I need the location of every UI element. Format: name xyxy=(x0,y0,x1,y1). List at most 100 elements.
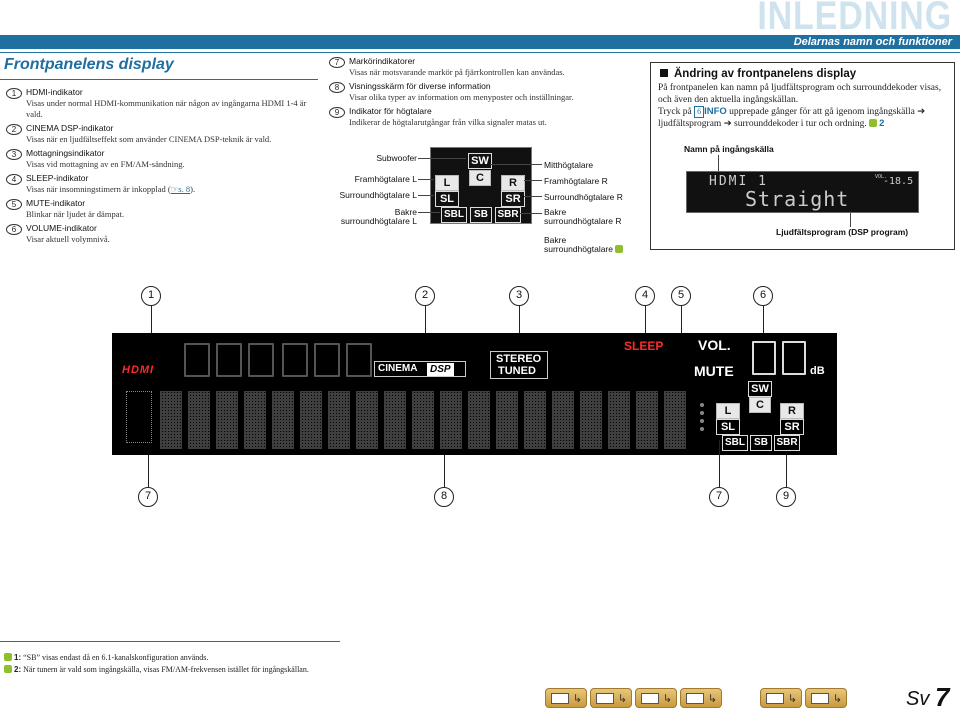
matrix-cell xyxy=(468,391,490,449)
matrix-cell xyxy=(608,391,630,449)
nav-button-2[interactable]: ↳ xyxy=(590,688,632,708)
item-number: 4 xyxy=(6,174,22,185)
page-number: 7 xyxy=(935,682,950,712)
header-rule xyxy=(0,52,960,53)
arrow-icon: ↳ xyxy=(617,692,627,705)
pointer-line xyxy=(418,179,434,180)
section-title: INLEDNING xyxy=(757,0,952,38)
char-segment xyxy=(216,343,242,377)
label-surround-r: Surroundhögtalare R xyxy=(544,192,623,202)
pointer-line xyxy=(418,212,440,213)
speaker-l: L xyxy=(435,175,459,191)
tip-icon xyxy=(4,665,12,673)
matrix-cell xyxy=(300,391,322,449)
label-back-l-2: surroundhögtalare L xyxy=(340,216,417,226)
device-icon xyxy=(686,693,704,704)
arrow-icon: ➔ xyxy=(917,107,926,117)
arrow-icon: ↳ xyxy=(707,692,717,705)
item-title: Markörindikatorer xyxy=(349,56,416,66)
pointer-line xyxy=(418,158,466,159)
disp-r: R xyxy=(780,403,804,419)
speaker-sb: SB xyxy=(470,207,492,223)
footnote-text: När tunern är vald som ingångskälla, vis… xyxy=(23,665,309,674)
nav-button-3[interactable]: ↳ xyxy=(635,688,677,708)
info-text-1: På frontpanelen kan namn på ljudfältspro… xyxy=(658,83,942,105)
matrix-cell xyxy=(552,391,574,449)
disp-c: C xyxy=(749,397,771,413)
callout-3: 3 xyxy=(509,286,529,306)
nav-button-4[interactable]: ↳ xyxy=(680,688,722,708)
footnote-num: 1 xyxy=(14,653,19,662)
small-display: HDMI 1 Straight VOL. -18.5 xyxy=(686,171,919,213)
item-title: VOLUME-indikator xyxy=(26,223,97,233)
nav-button-5[interactable]: ↳ xyxy=(760,688,802,708)
matrix-cell xyxy=(272,391,294,449)
arrow-icon: ↳ xyxy=(662,692,672,705)
callout-4: 4 xyxy=(635,286,655,306)
char-segment xyxy=(282,343,308,377)
nav-button-6[interactable]: ↳ xyxy=(805,688,847,708)
item-number: 9 xyxy=(329,107,345,118)
item-desc: Blinkar när ljudet är dämpat. xyxy=(26,209,124,219)
disp-sbl: SBL xyxy=(722,435,748,451)
device-icon xyxy=(641,693,659,704)
item-number: 5 xyxy=(6,199,22,210)
callout-line xyxy=(763,306,764,342)
callout-line xyxy=(519,306,520,356)
arrow-icon: ➔ xyxy=(723,119,732,129)
vol-digit xyxy=(752,341,776,375)
db-label: dB xyxy=(810,365,825,377)
tip-icon xyxy=(869,119,878,127)
display-program: Straight xyxy=(745,187,850,211)
callout-line xyxy=(786,455,787,487)
label-back-r-2: surroundhögtalare R xyxy=(544,216,622,226)
display-vol-label: VOL. xyxy=(875,174,888,180)
info-text-3b: surrounddekoder i tur och ordning. xyxy=(731,119,867,129)
mute-indicator: MUTE xyxy=(694,363,734,379)
char-segment xyxy=(248,343,274,377)
arrow-icon: ↳ xyxy=(572,692,582,705)
cursor-arrows-icon xyxy=(126,391,152,443)
hdmi-indicator: HDMI xyxy=(122,364,155,376)
display-vol-value: -18.5 xyxy=(883,176,914,187)
footnote-2: 2 : När tunern är vald som ingångskälla,… xyxy=(4,665,309,675)
device-icon xyxy=(551,693,569,704)
item-desc: Indikerar de högtalarutgångar från vilka… xyxy=(349,117,547,127)
matrix-cell xyxy=(496,391,518,449)
cinema-dsp-indicator: CINEMA DSP xyxy=(374,361,466,377)
cinema-text: CINEMA xyxy=(378,363,418,374)
nav-button-1[interactable]: ↳ xyxy=(545,688,587,708)
info-box xyxy=(650,62,955,250)
label-center: Mitthögtalare xyxy=(544,160,594,170)
speaker-panel: SW C L R SL SR SBL SB SBR xyxy=(430,147,532,224)
page-language: Sv xyxy=(906,688,930,710)
matrix-cell xyxy=(356,391,378,449)
label-back-2: surroundhögtalare xyxy=(544,244,625,254)
item-title: Visningsskärm för diverse information xyxy=(349,81,491,91)
matrix-cell xyxy=(440,391,462,449)
matrix-cell xyxy=(636,391,658,449)
arrow-icon: ↳ xyxy=(787,692,797,705)
callout-5: 5 xyxy=(671,286,691,306)
page-link[interactable]: ☞s. 8 xyxy=(170,184,191,194)
tuned-text: TUNED xyxy=(498,365,536,377)
tuned-indicator: STEREO TUNED xyxy=(490,351,548,379)
speaker-sw: SW xyxy=(468,153,492,169)
front-panel-display: HDMI CINEMA DSP STEREO TUNED SLEEP VOL. … xyxy=(112,333,837,455)
label-back-2-text: surroundhögtalare xyxy=(544,244,613,254)
key-number: 6 xyxy=(694,106,705,118)
tip-icon xyxy=(615,245,624,253)
label-back-1: Bakre xyxy=(544,235,567,245)
footnote-rule xyxy=(0,641,340,642)
matrix-cell xyxy=(160,391,182,449)
header-bar xyxy=(0,35,960,49)
item-title: Mottagningsindikator xyxy=(26,148,105,158)
item-number: 1 xyxy=(6,88,22,99)
callout-line xyxy=(719,440,720,487)
callout-line xyxy=(148,455,149,487)
